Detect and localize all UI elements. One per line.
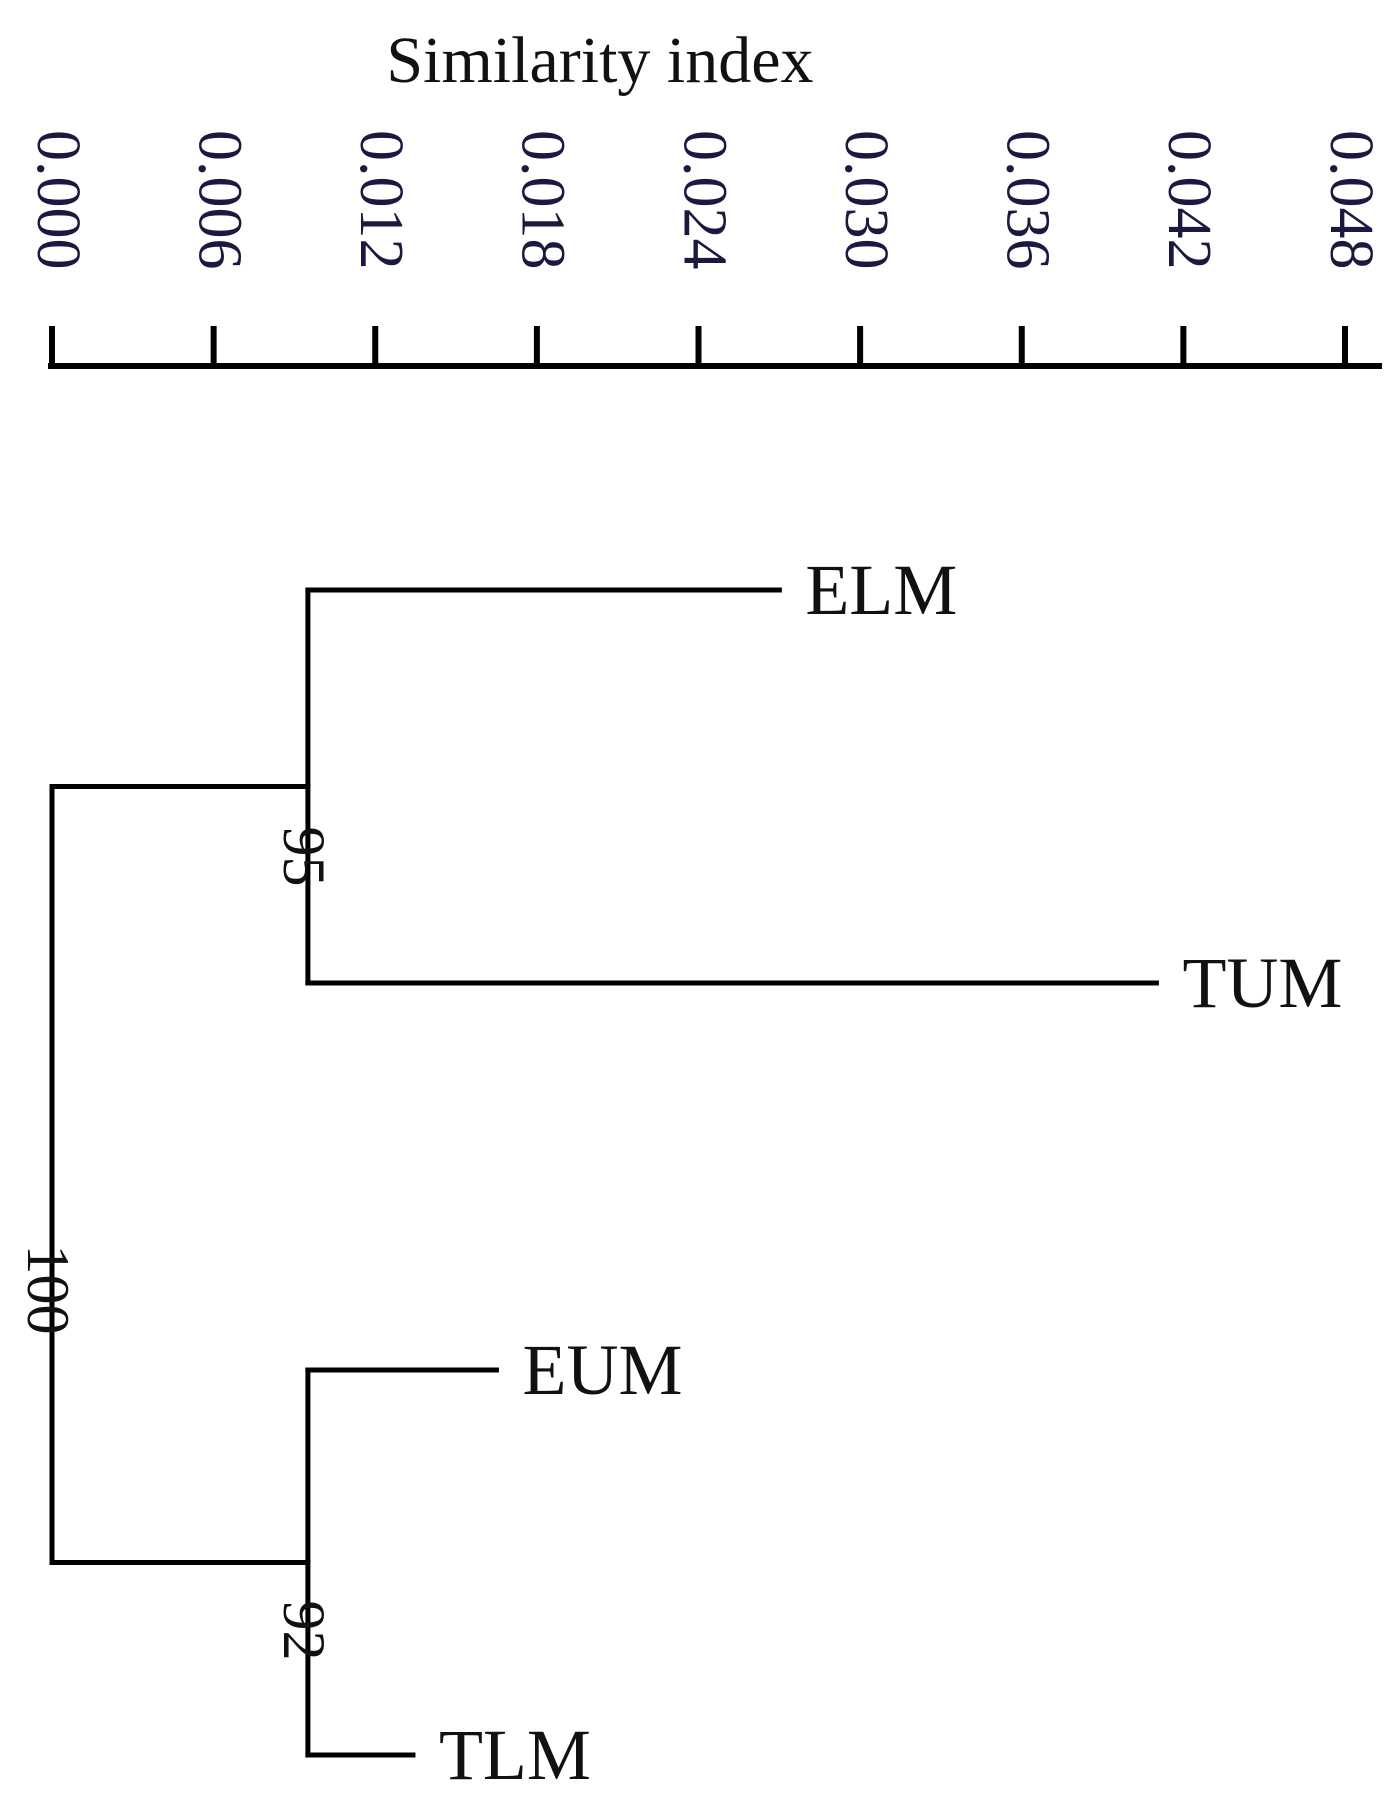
- leaf-label-eum: EUM: [522, 1330, 682, 1410]
- support-value-95: 95: [271, 827, 337, 887]
- leaf-label-tum: TUM: [1182, 943, 1342, 1023]
- similarity-axis: 0.000 0.006 0.012 0.018 0.024 0.030 0.036 0.042…: [24, 130, 1385, 369]
- support-value-92: 92: [271, 1601, 337, 1661]
- axis-tick-label: 0.006: [185, 130, 253, 270]
- axis-tick-label: 0.018: [509, 130, 577, 270]
- axis-tick-label: 0.036: [994, 130, 1062, 270]
- support-value-100: 100: [15, 1245, 81, 1335]
- axis-tick-label: 0.024: [670, 130, 738, 270]
- dendrogram-tree: ELM TUM EUM TLM 95 92 100: [15, 550, 1342, 1795]
- axis-tick-label: 0.000: [24, 130, 92, 270]
- axis-title: Similarity index: [386, 24, 813, 97]
- axis-tick-label: 0.012: [347, 130, 415, 270]
- leaf-label-tlm: TLM: [439, 1715, 591, 1792]
- axis-tick-label: 0.048: [1317, 130, 1385, 270]
- leaf-label-elm: ELM: [805, 550, 957, 630]
- axis-tick-label: 0.042: [1155, 130, 1223, 270]
- axis-tick-label: 0.030: [832, 130, 900, 270]
